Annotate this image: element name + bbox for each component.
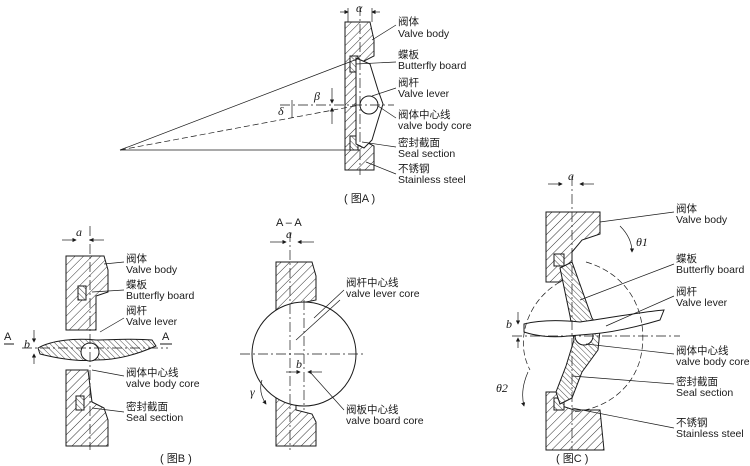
fig-a-caption: ( 图A ) (344, 192, 375, 205)
fig-b-label-2-cn: 蝶板 (126, 278, 147, 291)
fig-b-label-3-cn: 阀杆 (126, 304, 147, 317)
fig-aa-label-1-en: valve lever core (346, 288, 420, 300)
fig-c-dim-b: b (506, 317, 512, 331)
fig-b-caption: ( 图B ) (160, 452, 192, 465)
fig-c-dim-a: a (568, 169, 574, 183)
fig-a-label-4-en: valve body core (398, 120, 472, 132)
fig-c-label-2-cn: 蝶板 (676, 252, 697, 265)
fig-aa-label-2-cn: 阀板中心线 (346, 403, 399, 416)
fig-c-label-5-cn: 密封截面 (676, 375, 718, 388)
fig-c-seal-upper (553, 253, 565, 267)
fig-b-valve-body-lower (65, 369, 109, 447)
fig-a-label-6-cn: 不锈钢 (398, 162, 430, 175)
fig-a-label-1-en: Valve body (398, 28, 450, 40)
fig-c-label-4-cn: 阀体中心线 (676, 344, 729, 357)
fig-a-beta: β (313, 89, 320, 103)
fig-a-label-2-cn: 蝶板 (398, 48, 419, 61)
fig-aa-title: A – A (276, 217, 302, 229)
fig-a-label-5-en: Seal section (398, 148, 455, 160)
fig-aa-dim-a: a (286, 227, 292, 241)
fig-a-label-1-cn: 阀体 (398, 15, 419, 28)
fig-b-valve-body-upper (65, 255, 109, 331)
fig-a-label-4-cn: 阀体中心线 (398, 108, 451, 121)
fig-b-label-1-en: Valve body (126, 264, 178, 276)
fig-c-theta1: θ1 (636, 235, 648, 249)
fig-b-label-3-en: Valve lever (126, 316, 178, 328)
figure-a: α β δ 阀体 Valve body 蝶板 Butterfly board 阀… (119, 1, 472, 205)
fig-c-lever-arm (523, 309, 665, 338)
figure-aa: A – A a b γ 阀杆中心线 valve lever core 阀板中心线… (240, 217, 424, 450)
fig-aa-gamma: γ (250, 385, 255, 399)
fig-b-seal-lower (75, 395, 85, 411)
fig-c-label-3-cn: 阀杆 (676, 285, 697, 298)
fig-c-label-6-cn: 不锈钢 (676, 416, 708, 429)
fig-a-delta: δ (278, 104, 284, 118)
figure-c: a b θ1 θ2 阀体 Valve body 蝶板 Butterfly boa… (496, 169, 750, 465)
fig-a-label-6-en: Stainless steel (398, 174, 466, 186)
fig-c-label-3-en: Valve lever (676, 297, 728, 309)
fig-c-label-2-en: Butterfly board (676, 264, 744, 276)
fig-c-theta2: θ2 (496, 381, 508, 395)
fig-b-dim-b: b (24, 337, 30, 351)
fig-b-seal (77, 285, 87, 301)
fig-a-label-2-en: Butterfly board (398, 60, 466, 72)
fig-b-dim-a: a (76, 225, 82, 239)
fig-c-label-1-en: Valve body (676, 214, 728, 226)
fig-c-label-5-en: Seal section (676, 387, 733, 399)
fig-b-section-mark-left: A (4, 331, 12, 343)
fig-aa-dim-b: b (296, 357, 302, 371)
fig-a-label-3-cn: 阀杆 (398, 76, 419, 89)
fig-c-label-6-en: Stainless steel (676, 428, 744, 440)
fig-c-label-1-cn: 阀体 (676, 202, 697, 215)
fig-b-label-1-cn: 阀体 (126, 252, 147, 265)
fig-aa-label-1-cn: 阀杆中心线 (346, 276, 399, 289)
fig-b-label-4-cn: 阀体中心线 (126, 366, 179, 379)
fig-b-label-5-cn: 密封截面 (126, 400, 168, 413)
fig-b-label-2-en: Butterfly board (126, 290, 194, 302)
fig-b-label-5-en: Seal section (126, 412, 183, 424)
fig-b-label-4-en: valve body core (126, 378, 200, 390)
fig-aa-label-2-en: valve board core (346, 415, 424, 427)
figure-b: A A a b 阀体 Valve body 蝶板 Butterfly board… (4, 225, 200, 465)
fig-a-alpha: α (356, 1, 363, 15)
fig-a-label-3-en: Valve lever (398, 88, 450, 100)
fig-a-label-5-cn: 密封截面 (398, 136, 440, 149)
fig-c-caption: ( 图C ) (556, 452, 588, 465)
fig-b-section-mark-right: A (162, 331, 170, 343)
fig-c-label-4-en: valve body core (676, 356, 750, 368)
